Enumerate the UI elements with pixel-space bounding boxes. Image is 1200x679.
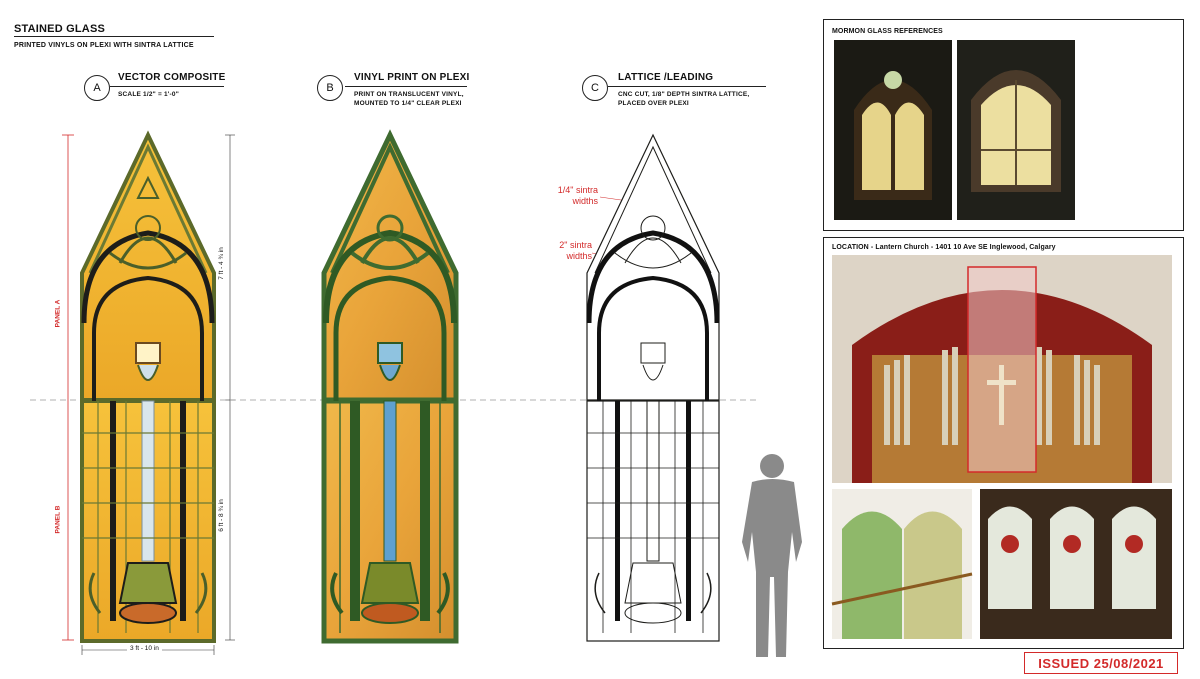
view-c-marker: C <box>582 75 608 101</box>
view-a-subtitle: SCALE 1/2" = 1'-0" <box>118 91 179 98</box>
height-a-label: 7 ft - 4 ¾ in <box>217 247 225 280</box>
window-vinyl-print <box>321 129 459 644</box>
mormon-references-title: MORMON GLASS REFERENCES <box>832 28 943 35</box>
sintra-quarter-line1: 1/4" sintra <box>557 185 598 195</box>
issued-stamp: ISSUED 25/08/2021 <box>1024 652 1178 674</box>
panel-b-label: PANEL B <box>54 505 62 534</box>
page-subtitle: PRINTED VINYLS ON PLEXI WITH SINTRA LATT… <box>14 42 194 49</box>
view-a-rule <box>110 86 224 87</box>
view-b-subtitle-1: PRINT ON TRANSLUCENT VINYL, <box>354 91 464 98</box>
height-b-label: 6 ft - 8 ¾ in <box>217 499 225 532</box>
view-c-rule <box>608 86 766 87</box>
mormon-photo-1 <box>834 40 952 220</box>
location-photo-windows-1 <box>831 489 973 639</box>
view-b-rule <box>345 86 467 87</box>
view-b-heading: VINYL PRINT ON PLEXI <box>354 72 470 83</box>
width-label: 3 ft - 10 in <box>127 645 162 652</box>
location-title: LOCATION - Lantern Church - 1401 10 Ave … <box>832 244 1056 251</box>
sintra-two-callout: 2" sintra widths <box>540 240 592 262</box>
title-rule <box>14 36 214 37</box>
view-a-heading: VECTOR COMPOSITE <box>118 72 226 83</box>
sintra-quarter-callout: 1/4" sintra widths <box>546 185 598 207</box>
location-photo-windows-2 <box>980 489 1172 639</box>
view-c-heading: LATTICE /LEADING <box>618 72 714 83</box>
human-scale-figure <box>742 454 802 657</box>
window-lattice-leading <box>586 133 720 642</box>
page-title: STAINED GLASS <box>14 23 106 35</box>
sintra-quarter-line2: widths <box>572 196 598 206</box>
sintra-two-line2: widths <box>566 251 592 261</box>
view-b-subtitle-2: MOUNTED TO 1/4" CLEAR PLEXI <box>354 100 462 107</box>
view-c-subtitle-1: CNC CUT, 1/8" DEPTH SINTRA LATTICE, <box>618 91 750 98</box>
panel-a-label: PANEL A <box>54 299 62 328</box>
mormon-photo-2 <box>957 40 1075 220</box>
view-c-subtitle-2: PLACED OVER PLEXI <box>618 100 689 107</box>
location-photo-organ <box>832 255 1172 483</box>
window-vector-composite <box>80 130 216 643</box>
sintra-two-line1: 2" sintra <box>559 240 592 250</box>
view-b-marker: B <box>317 75 343 101</box>
view-a-marker: A <box>84 75 110 101</box>
